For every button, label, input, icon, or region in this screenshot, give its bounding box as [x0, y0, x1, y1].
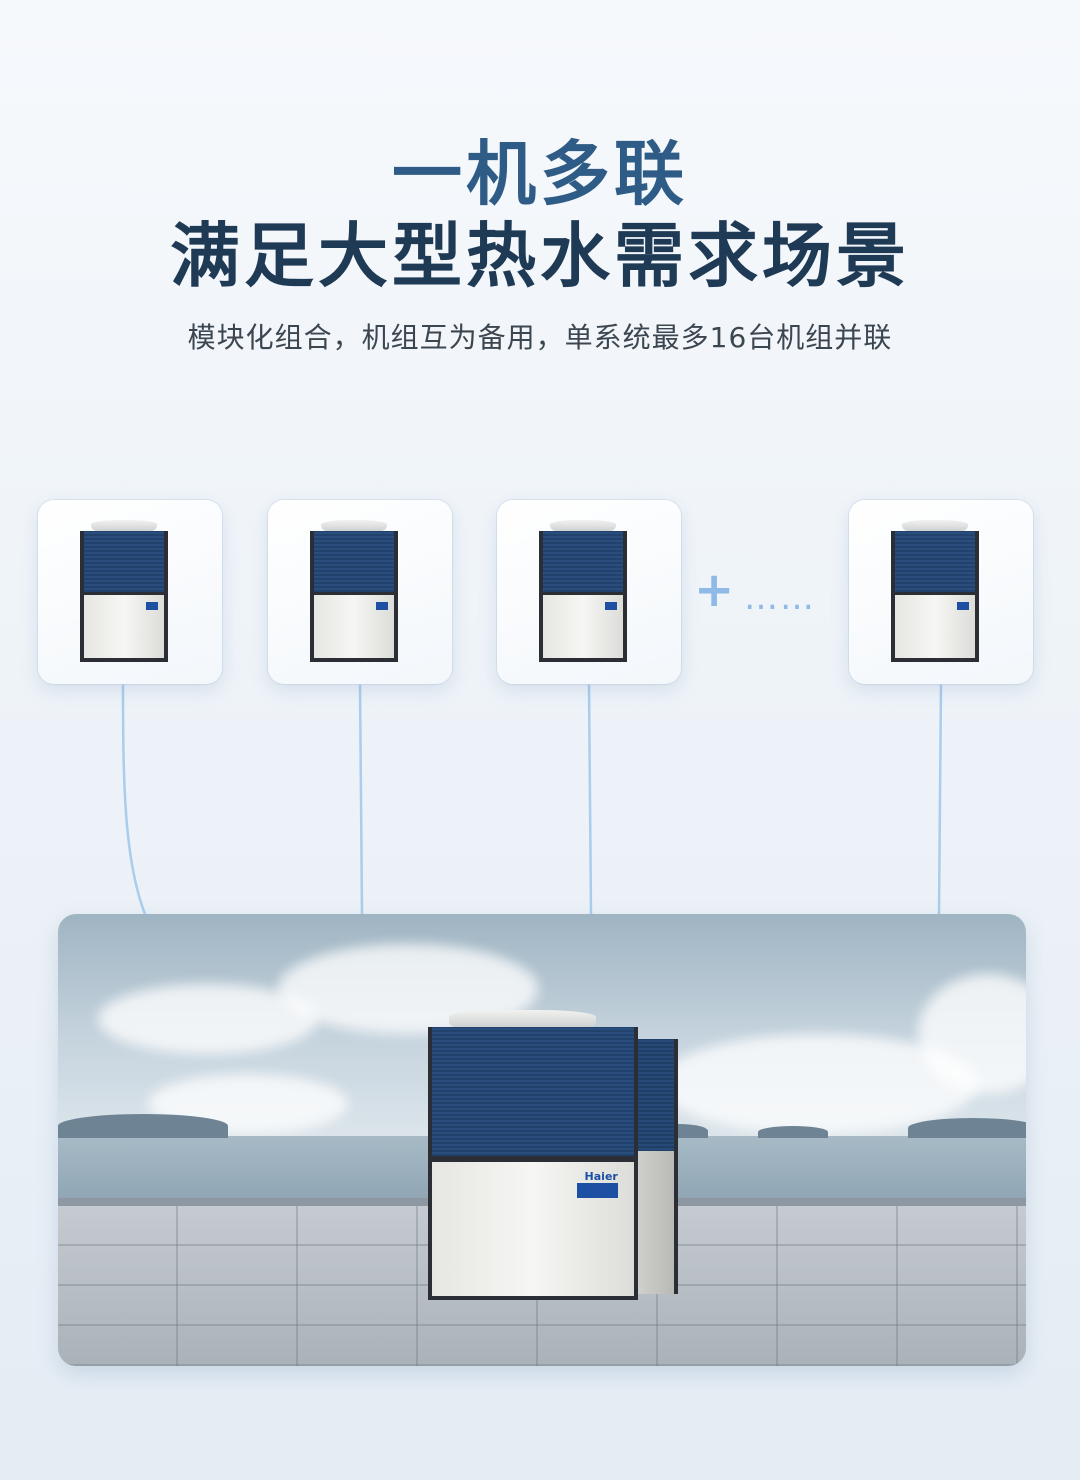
- connector-line-1: [121, 683, 147, 915]
- unit-card-2: [268, 500, 452, 684]
- ellipsis-text: ……: [744, 578, 816, 618]
- title-line-2: 满足大型热水需求场景: [170, 215, 910, 297]
- heat-pump-unit-icon: [310, 520, 398, 662]
- title-line-1: 一机多联: [392, 133, 688, 215]
- heat-pump-unit-icon: [80, 520, 168, 662]
- subtitle: 模块化组合，机组互为备用，单系统最多16台机组并联: [187, 321, 893, 354]
- plus-icon: +: [694, 562, 735, 618]
- connector-line-2: [358, 683, 364, 915]
- connector-line-4: [937, 683, 943, 915]
- unit-card-1: [38, 500, 222, 684]
- heat-pump-unit-large: Haier: [428, 1010, 678, 1300]
- heat-pump-unit-icon: [539, 520, 627, 662]
- series-logo-icon: [577, 1183, 618, 1198]
- haier-logo: Haier: [584, 1169, 618, 1183]
- unit-card-4: [849, 500, 1033, 684]
- connector-line-3: [587, 683, 593, 915]
- unit-card-3: [497, 500, 681, 684]
- heat-pump-unit-icon: [891, 520, 979, 662]
- rooftop-scene-image: Haier: [58, 914, 1026, 1366]
